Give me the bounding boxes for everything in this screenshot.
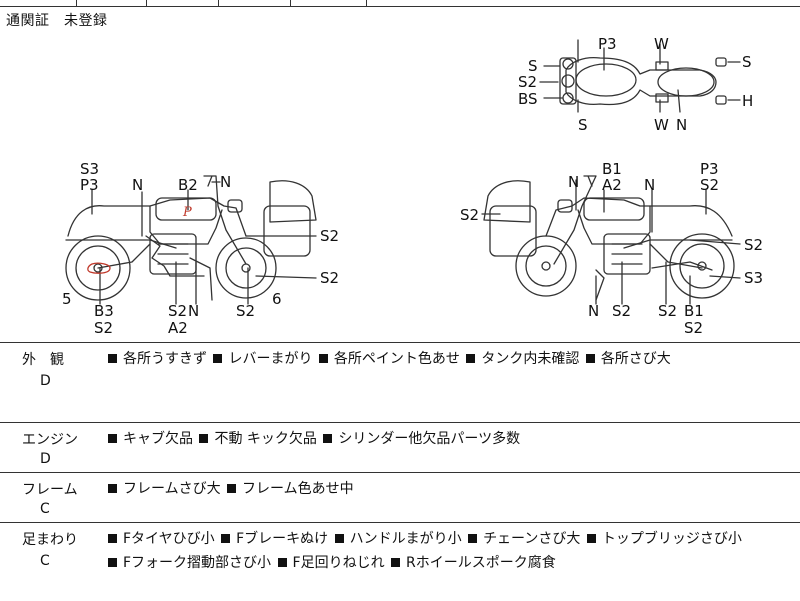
- label: W: [654, 116, 669, 134]
- row-items: フレームさび大 フレーム色あせ中: [106, 477, 790, 501]
- condition-row-suspension: 足まわり C Fタイヤひび小 Fブレーキぬけ ハンドルまがり小 チェーンさび大 …: [0, 522, 800, 601]
- left-side-view: [65, 175, 317, 301]
- label: N: [676, 116, 687, 134]
- row-category: 外 観: [22, 352, 64, 368]
- label: BS: [518, 90, 538, 108]
- label: S2: [236, 302, 255, 320]
- label: S2: [658, 302, 677, 320]
- row-grade: D: [40, 451, 51, 467]
- label: S2: [94, 319, 113, 337]
- row-items: 各所うすきず レバーまがり 各所ペイント色あせ タンク内未確認 各所さび大: [106, 347, 790, 371]
- row-category: フレーム: [22, 482, 78, 498]
- condition-row-exterior: 外 観 D 各所うすきず レバーまがり 各所ペイント色あせ タンク内未確認 各所…: [0, 342, 800, 423]
- label: A2: [602, 176, 622, 194]
- label: S2: [518, 73, 537, 91]
- label: 5: [62, 290, 72, 308]
- row-category: エンジン: [22, 432, 78, 448]
- customs-status: 通関証 未登録: [6, 13, 108, 29]
- row-items: キャブ欠品 不動 キック欠品 シリンダー他欠品パーツ多数: [106, 427, 790, 451]
- label: N: [568, 173, 579, 191]
- label: S: [578, 116, 588, 134]
- label: S2: [320, 227, 339, 245]
- label: W: [654, 35, 669, 53]
- right-side-view: [483, 175, 735, 301]
- condition-row-engine: エンジン D キャブ欠品 不動 キック欠品 シリンダー他欠品パーツ多数: [0, 422, 800, 473]
- label: B1: [684, 302, 704, 320]
- header-table-edge: [0, 0, 800, 7]
- top-view: [539, 39, 741, 113]
- label: N: [644, 176, 655, 194]
- leader-lines: [91, 179, 741, 305]
- label: S2: [460, 206, 479, 224]
- motorcycle-diagram: S P3 W S S2 BS S W N H S3 P3 N B2 N P S2…: [62, 35, 763, 337]
- label: S: [742, 53, 752, 71]
- label-red: P: [182, 205, 192, 220]
- label: P3: [80, 176, 99, 194]
- label: S2: [320, 269, 339, 287]
- label: S2: [700, 176, 719, 194]
- row-grade: C: [40, 553, 50, 569]
- label: A2: [168, 319, 188, 337]
- label: N: [220, 173, 231, 191]
- label: N: [588, 302, 599, 320]
- condition-row-frame: フレーム C フレームさび大 フレーム色あせ中: [0, 472, 800, 523]
- label: S: [528, 57, 538, 75]
- damage-mark: [87, 262, 111, 274]
- label: P3: [700, 160, 719, 178]
- label: P3: [598, 35, 617, 53]
- label: B1: [602, 160, 622, 178]
- row-category: 足まわり: [22, 532, 78, 548]
- label: B2: [178, 176, 198, 194]
- row-items: Fタイヤひび小 Fブレーキぬけ ハンドルまがり小 チェーンさび大 トップブリッジ…: [106, 527, 790, 575]
- label: 6: [272, 290, 282, 308]
- label: S3: [80, 160, 99, 178]
- row-grade: D: [40, 373, 51, 389]
- label: N: [132, 176, 143, 194]
- label: H: [742, 92, 753, 110]
- label: N: [188, 302, 199, 320]
- label: S3: [744, 269, 763, 287]
- label: B3: [94, 302, 114, 320]
- label: S2: [744, 236, 763, 254]
- label: S2: [168, 302, 187, 320]
- row-grade: C: [40, 501, 50, 517]
- label: S2: [684, 319, 703, 337]
- label: S2: [612, 302, 631, 320]
